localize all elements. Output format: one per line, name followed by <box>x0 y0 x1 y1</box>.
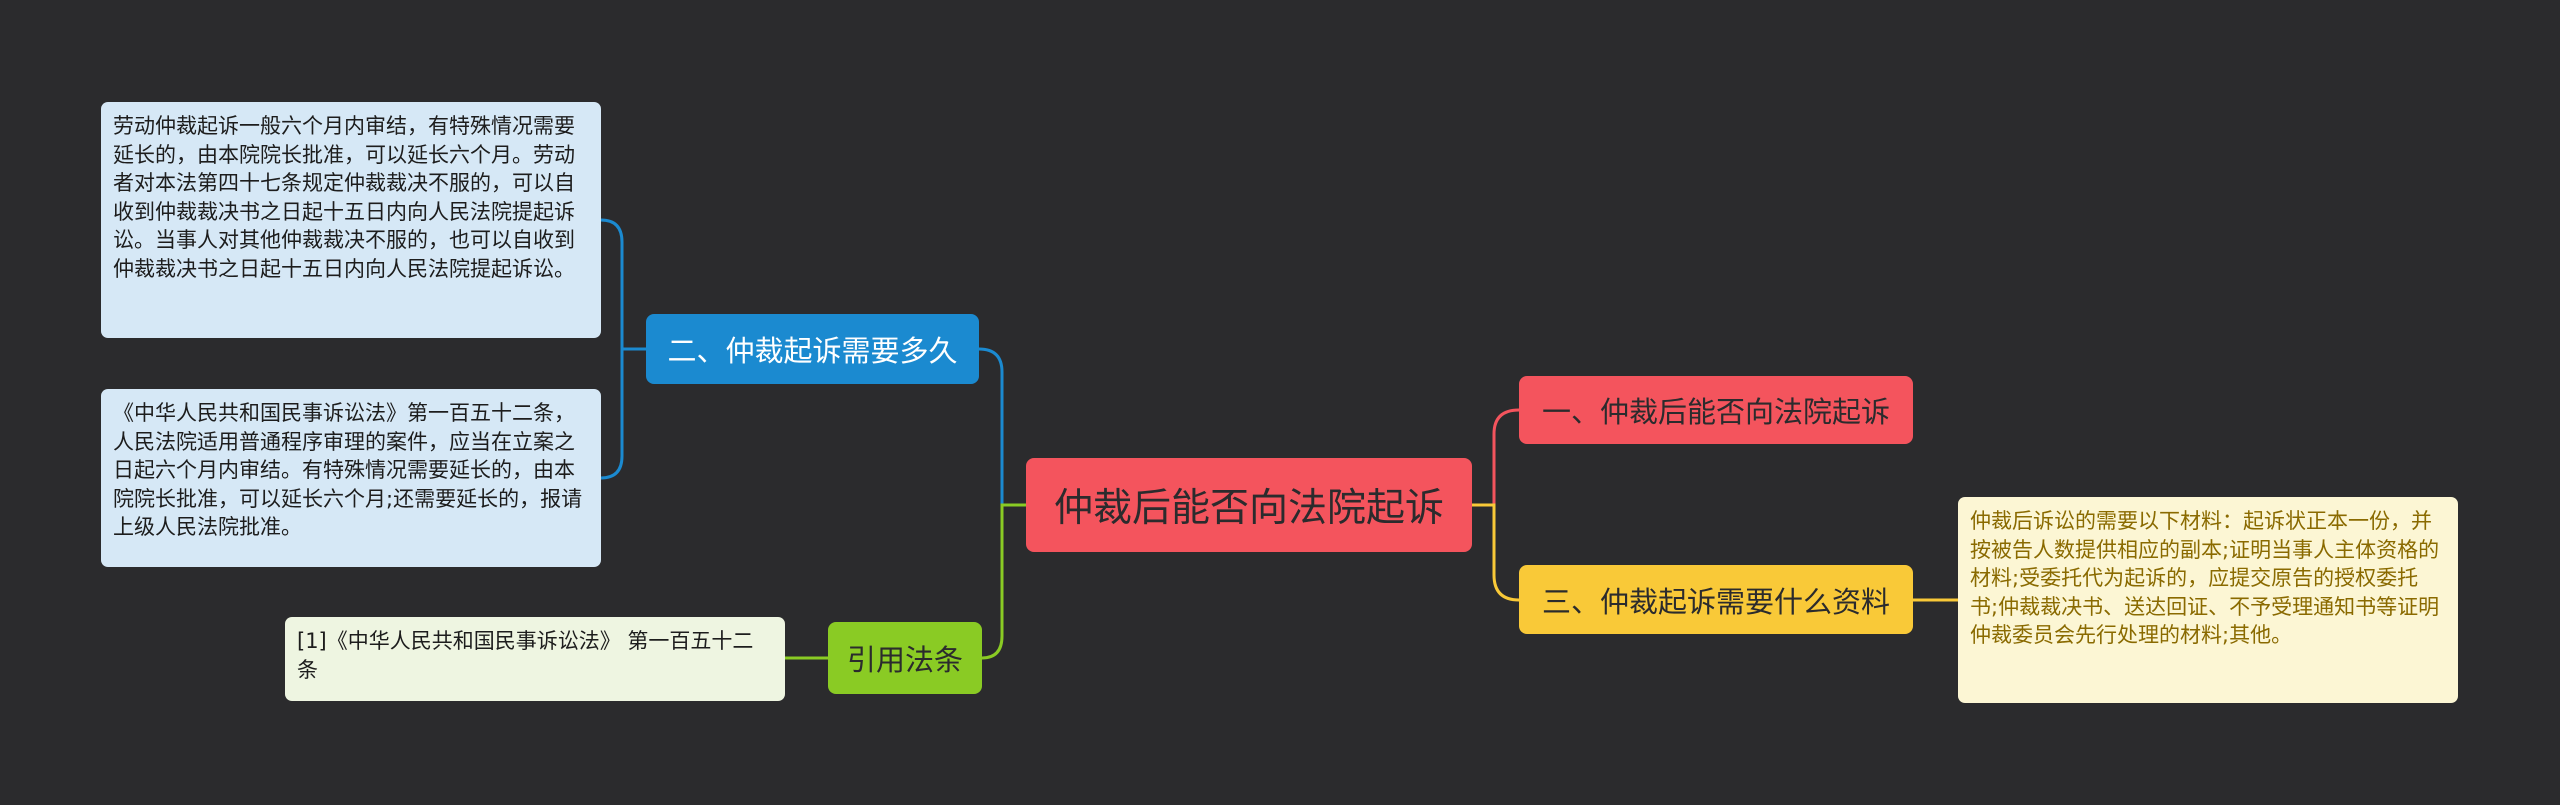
central-topic[interactable]: 仲裁后能否向法院起诉 <box>1026 458 1472 552</box>
connector-root-b2 <box>978 347 1026 507</box>
branch-topic-3[interactable]: 三、仲裁起诉需要什么资料 <box>1519 565 1913 634</box>
branch-topic-2[interactable]: 二、仲裁起诉需要多久 <box>646 314 979 384</box>
connector-root-b3 <box>1472 503 1520 602</box>
branch-topic-4[interactable]: 引用法条 <box>828 622 982 694</box>
connector-root-b1 <box>1472 408 1520 507</box>
connector-b2-l2 <box>600 347 646 480</box>
connector-root-b4 <box>981 503 1026 660</box>
leaf-topic-civil-procedure-law[interactable]: 《中华人民共和国民事诉讼法》第一百五十二条，人民法院适用普通程序审理的案件，应当… <box>101 389 601 567</box>
leaf-topic-duration-detail[interactable]: 劳动仲裁起诉一般六个月内审结，有特殊情况需要延长的，由本院院长批准，可以延长六个… <box>101 102 601 338</box>
connector-b2-l1 <box>600 218 646 351</box>
leaf-topic-required-materials[interactable]: 仲裁后诉讼的需要以下材料：起诉状正本一份，并按被告人数提供相应的副本;证明当事人… <box>1958 497 2458 703</box>
leaf-topic-citation[interactable]: [1]《中华人民共和国民事诉讼法》 第一百五十二条 <box>285 617 785 701</box>
branch-topic-1[interactable]: 一、仲裁后能否向法院起诉 <box>1519 376 1913 444</box>
